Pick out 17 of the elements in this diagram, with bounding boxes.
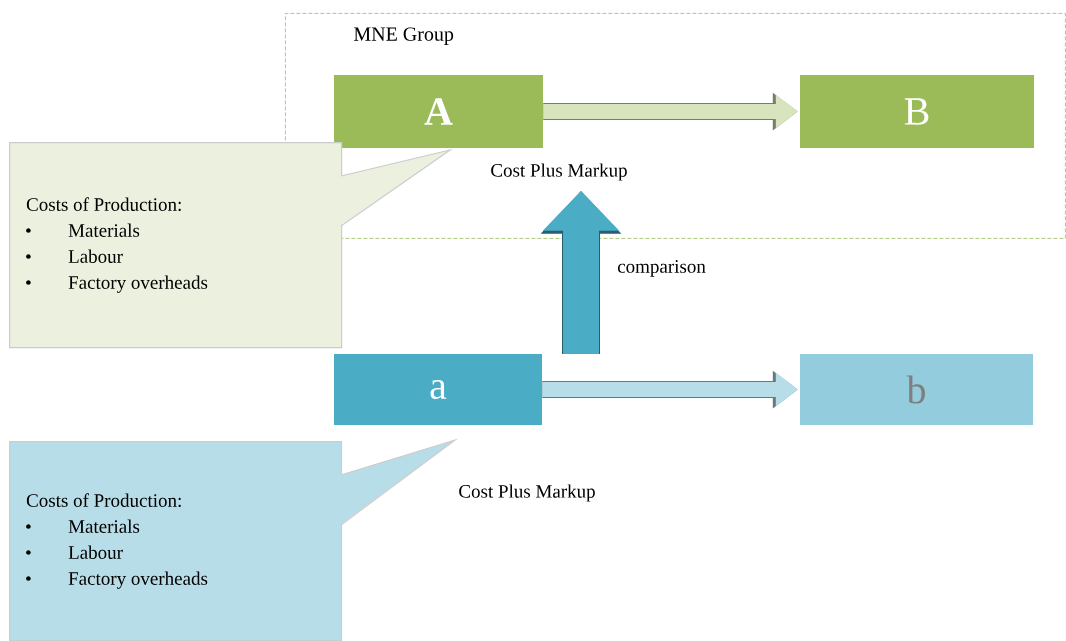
entity-box: B <box>800 75 1034 148</box>
entity-box: A <box>334 75 543 148</box>
bullet-item: Materials <box>68 519 140 533</box>
bullet-item: Labour <box>68 545 123 559</box>
bullet-item: Materials <box>68 223 140 237</box>
callout-box <box>9 142 453 349</box>
edge-label: comparison <box>617 260 706 277</box>
entity-box: b <box>800 354 1033 425</box>
bullet-item: Factory overheads <box>68 571 208 589</box>
callout-heading: Costs of Production: <box>26 197 181 211</box>
pricing-text: Cost Plus Markup <box>491 163 627 181</box>
bullet-item: Factory overheads <box>68 275 208 293</box>
callout-box <box>9 438 459 641</box>
bullet-item: Labour <box>68 249 123 263</box>
callout-heading: Costs of Production: <box>26 493 181 507</box>
pricing-text: Cost Plus Markup <box>459 484 595 502</box>
entity-box: a <box>334 354 542 425</box>
